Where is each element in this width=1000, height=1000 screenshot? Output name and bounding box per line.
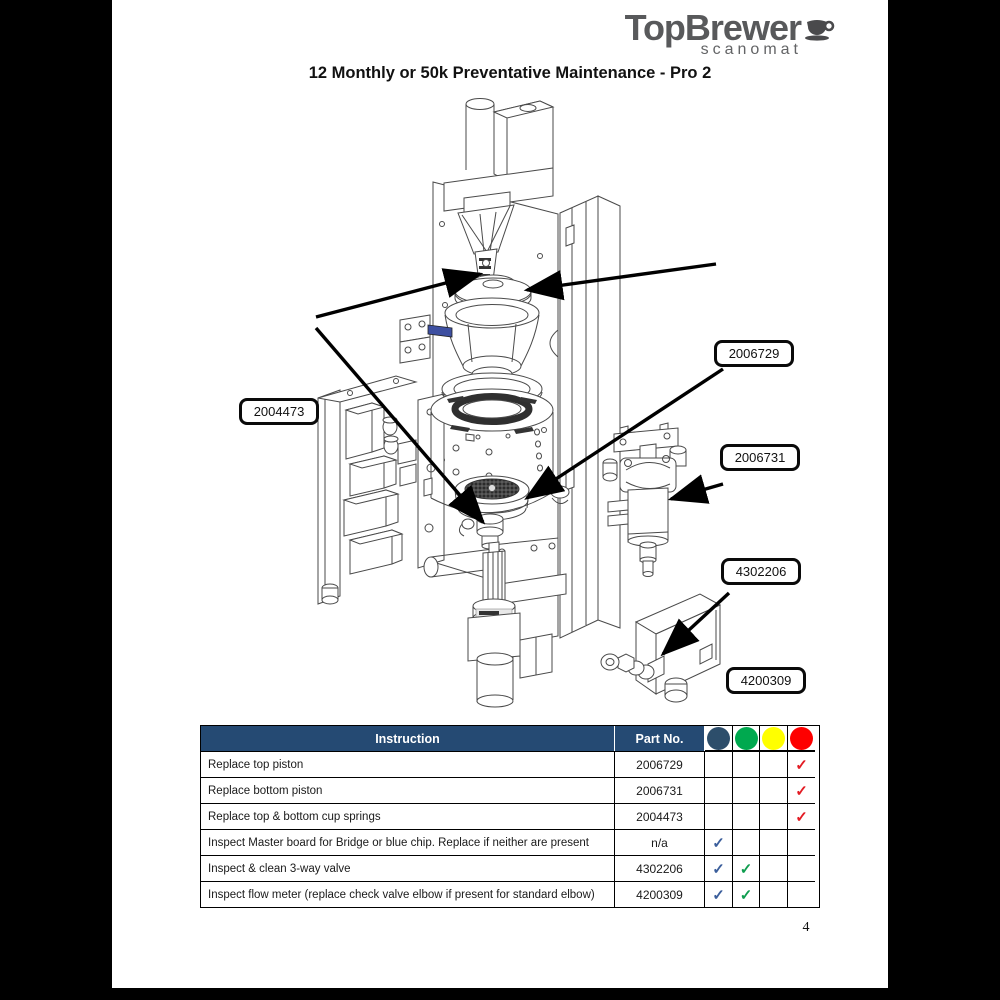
check-cell bbox=[733, 829, 760, 855]
table-row: Inspect flow meter (replace check valve … bbox=[201, 881, 819, 907]
part-no-cell: 4200309 bbox=[615, 881, 705, 907]
check-cell bbox=[733, 777, 760, 803]
check-cell bbox=[733, 803, 760, 829]
part-no-header: Part No. bbox=[615, 726, 705, 751]
top-actuator-drawing bbox=[443, 98, 555, 298]
check-cell bbox=[760, 751, 788, 777]
check-cell bbox=[788, 881, 815, 907]
blue-connector bbox=[427, 324, 453, 338]
red-check-cell: ✓ bbox=[788, 777, 815, 803]
red-check-cell: ✓ bbox=[788, 803, 815, 829]
instruction-cell: Inspect Master board for Bridge or blue … bbox=[201, 829, 615, 855]
green-check-cell: ✓ bbox=[733, 881, 760, 907]
instruction-cell: Replace top & bottom cup springs bbox=[201, 803, 615, 829]
check-cell bbox=[760, 777, 788, 803]
check-cell bbox=[705, 751, 733, 777]
green-check-cell: ✓ bbox=[733, 855, 760, 881]
check-cell bbox=[760, 881, 788, 907]
yellow-status-circle bbox=[762, 726, 785, 750]
instruction-cell: Replace bottom piston bbox=[201, 777, 615, 803]
callout-4200309: 4200309 bbox=[726, 667, 806, 694]
subbrand-text: scanomat bbox=[700, 41, 802, 58]
table-row: Inspect Master board for Bridge or blue … bbox=[201, 829, 819, 855]
funnel-drawing bbox=[444, 297, 540, 382]
callout-4302206: 4302206 bbox=[721, 558, 801, 585]
coffee-cup-icon bbox=[805, 20, 835, 41]
instruction-header: Instruction bbox=[201, 726, 615, 751]
table-header-row: Instruction Part No. bbox=[201, 726, 819, 751]
callout-2006729: 2006729 bbox=[714, 340, 794, 367]
diagram-area: 2006729 2004473 2006731 4302206 4200309 bbox=[112, 90, 888, 725]
blue-check-cell: ✓ bbox=[705, 881, 733, 907]
callout-lines bbox=[314, 262, 731, 657]
logo: TopBrewer scanomat bbox=[624, 10, 836, 58]
funnel-bracket-drawing bbox=[399, 314, 453, 364]
check-cell bbox=[733, 751, 760, 777]
red-status-circle bbox=[790, 726, 813, 750]
instruction-cell: Inspect flow meter (replace check valve … bbox=[201, 881, 615, 907]
check-cell bbox=[760, 829, 788, 855]
part-no-cell: n/a bbox=[615, 829, 705, 855]
check-cell bbox=[788, 855, 815, 881]
callout-2006731: 2006731 bbox=[720, 444, 800, 471]
green-status-circle bbox=[734, 726, 758, 750]
blue-check-cell: ✓ bbox=[705, 855, 733, 881]
red-check-cell: ✓ bbox=[788, 751, 815, 777]
brand-text: TopBrewer bbox=[624, 7, 802, 48]
check-cell bbox=[705, 777, 733, 803]
part-no-cell: 2006731 bbox=[615, 777, 705, 803]
part-no-cell: 4302206 bbox=[615, 855, 705, 881]
bottom-motor-drawing bbox=[467, 537, 567, 708]
blue-status-circle bbox=[707, 726, 730, 750]
page-title: 12 Monthly or 50k Preventative Maintenan… bbox=[308, 64, 712, 82]
check-cell bbox=[788, 829, 815, 855]
part-no-cell: 2004473 bbox=[615, 803, 705, 829]
callout-2004473: 2004473 bbox=[239, 398, 319, 425]
exploded-diagram bbox=[314, 98, 731, 708]
check-cell bbox=[760, 855, 788, 881]
page-number: 4 bbox=[802, 920, 810, 935]
blue-check-cell: ✓ bbox=[705, 829, 733, 855]
check-cell bbox=[760, 803, 788, 829]
master-board-drawing bbox=[317, 375, 445, 605]
check-cell bbox=[705, 803, 733, 829]
instruction-cell: Inspect & clean 3-way valve bbox=[201, 855, 615, 881]
three-way-valve-drawing bbox=[602, 422, 687, 577]
document-page: TopBrewer scanomat 12 Monthly or 50k Pre… bbox=[112, 0, 888, 988]
part-no-cell: 2006729 bbox=[615, 751, 705, 777]
instruction-cell: Replace top piston bbox=[201, 751, 615, 777]
